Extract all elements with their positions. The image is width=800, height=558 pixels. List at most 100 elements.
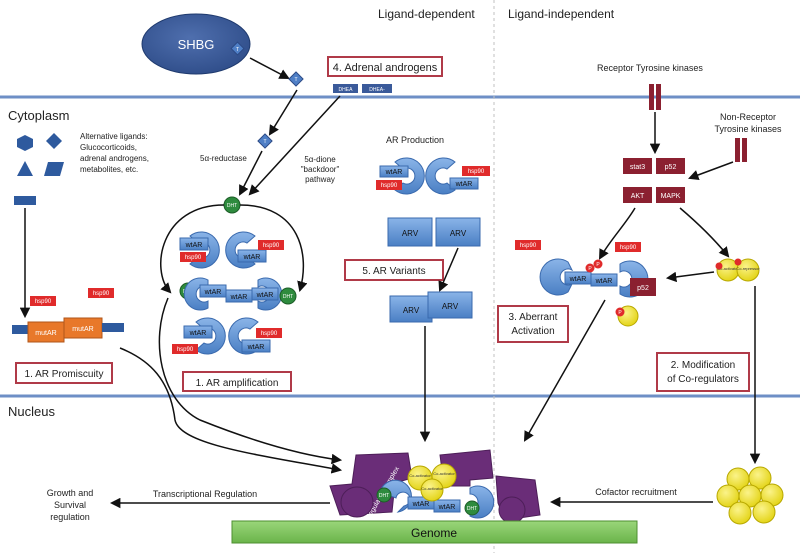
kinase-cluster: stat3 p52 AKT MAPK [623,158,685,203]
svg-text:AKT: AKT [631,193,645,200]
label-ar-production: AR Production [386,135,444,145]
label-cofactor-recruitment: Cofactor recruitment [595,487,677,497]
label-5a-reductase: 5α-reductase [200,154,247,163]
svg-text:wtAR: wtAR [243,254,261,261]
mechanism-adrenal-androgens [327,56,443,77]
svg-text:wtAR: wtAR [189,330,207,337]
header-ligand-dependent: Ligand-dependent [378,7,475,21]
svg-text:p52: p52 [665,164,677,171]
svg-text:1. AR amplification: 1. AR amplification [196,378,279,389]
hsp90-free-independent-2 [615,242,641,252]
svg-text:"backdoor": "backdoor" [301,165,340,174]
arrow-testosterone-entry [268,89,298,136]
coregulators-cytoplasm: Co-activator Co-repressor [715,258,760,282]
mechanism-aberrant-activation [497,305,569,343]
svg-text:hsp90: hsp90 [468,169,485,175]
non-receptor-tyrosine-kinase [735,138,747,162]
svg-text:metabolites, etc.: metabolites, etc. [80,165,138,174]
svg-text:P: P [588,266,592,272]
svg-text:1. AR Promiscuity: 1. AR Promiscuity [25,369,104,380]
svg-text:wtAR: wtAR [595,278,613,285]
svg-text:wtAR: wtAR [385,169,403,176]
arrow-shbg-release [249,57,290,79]
svg-text:hsp90: hsp90 [381,183,398,189]
arrow-5a-reductase [239,150,263,196]
wtar-hsp90-complex-bottom: wtAR hsp90 wtAR hsp90 [172,317,282,355]
mutar-dimer: mutAR mutAR [12,317,124,343]
shbg-label: SHBG [178,37,215,52]
svg-text:2. Modification: 2. Modification [671,360,735,371]
svg-text:Co-activator: Co-activator [409,473,431,478]
svg-text:DHT: DHT [283,294,293,300]
svg-text:wtAR: wtAR [247,344,265,351]
svg-text:hsp90: hsp90 [35,299,52,305]
svg-text:DHEA: DHEA [339,87,354,93]
svg-text:Alternative ligands:: Alternative ligands: [80,132,148,141]
svg-text:adrenal androgens,: adrenal androgens, [80,154,149,163]
arrow-kinase-to-ar [598,207,636,260]
svg-text:T: T [263,139,266,145]
arv-dimer: ARV ARV [389,291,473,323]
svg-text:4. Adrenal androgens: 4. Adrenal androgens [333,62,438,74]
svg-text:5. AR Variants: 5. AR Variants [362,266,425,277]
svg-text:p52: p52 [637,285,649,292]
label-receptor-tyrosine-kinases: Receptor Tyrosine kinases [597,63,703,73]
coregulator-cluster-nucleus [716,466,784,525]
arrow-aberrant-to-nucleus [523,299,606,442]
phosphorylated-ar-complex: wtAR wtAR p52 P P P [539,258,656,327]
svg-text:wtAR: wtAR [204,289,222,296]
wtar-hsp90-production: wtAR hsp90 wtAR hsp90 [376,157,490,195]
svg-text:wtAR: wtAR [455,181,473,188]
svg-text:ARV: ARV [442,302,459,311]
svg-text:Survival: Survival [54,500,86,510]
label-cytoplasm: Cytoplasm [8,108,69,123]
arrow-promiscuity-to-nucleus [119,347,343,474]
arrow-nrtk-signal [688,161,734,180]
svg-text:hsp90: hsp90 [93,291,110,297]
svg-text:wtAR: wtAR [438,504,456,511]
svg-text:ARV: ARV [402,229,419,238]
testosterone-diamond-cytoplasm [257,133,273,149]
svg-text:hsp90: hsp90 [263,243,280,249]
arrow-backdoor-pathway [248,95,341,196]
arrow-kinase-to-coregulators [679,207,730,258]
svg-text:ARV: ARV [450,229,467,238]
svg-text:DHEA-: DHEA- [369,87,385,93]
svg-text:Co-activator: Co-activator [421,486,443,491]
alternative-ligands-shapes [14,133,64,205]
svg-text:stat3: stat3 [630,164,645,171]
svg-text:5α-dione: 5α-dione [304,155,336,164]
svg-text:Co-activator: Co-activator [717,266,739,271]
arrow-amplification-to-nucleus [158,297,343,465]
svg-text:hsp90: hsp90 [177,347,194,353]
header-ligand-independent: Ligand-independent [508,7,615,21]
svg-text:MAPK: MAPK [661,193,681,200]
svg-text:Non-Receptor: Non-Receptor [720,112,776,122]
arv-pair-top: ARV ARV [387,217,481,247]
svg-text:Co-activator: Co-activator [433,471,455,476]
svg-text:wtAR: wtAR [230,294,248,301]
mechanism-modification-coregulators [656,352,750,392]
svg-text:wtAR: wtAR [412,501,430,508]
hsp90-free-right [88,288,114,298]
coregulator-complex: Coregulator Complex DHT wtAR wtAR DHT Co… [329,449,541,527]
hsp90-free-independent [515,240,541,250]
svg-text:Co-repressor: Co-repressor [736,266,760,271]
svg-text:Growth and: Growth and [47,488,94,498]
arrow-dht-bind-left [160,204,225,294]
svg-text:DHT: DHT [467,506,477,512]
svg-text:P: P [596,262,600,268]
svg-text:Glucocorticoids,: Glucocorticoids, [80,143,137,152]
svg-text:pathway: pathway [305,175,335,184]
svg-text:wtAR: wtAR [256,292,274,299]
svg-text:DHT: DHT [379,493,389,499]
svg-text:T: T [236,47,239,53]
hsp90-free-left [30,296,56,306]
shbg-protein: SHBG [141,13,251,75]
svg-text:Tyrosine kinases: Tyrosine kinases [714,124,782,134]
svg-text:DHT: DHT [227,203,237,209]
arrow-dht-bind-right [239,204,308,293]
svg-text:hsp90: hsp90 [520,243,537,249]
svg-text:hsp90: hsp90 [185,255,202,261]
